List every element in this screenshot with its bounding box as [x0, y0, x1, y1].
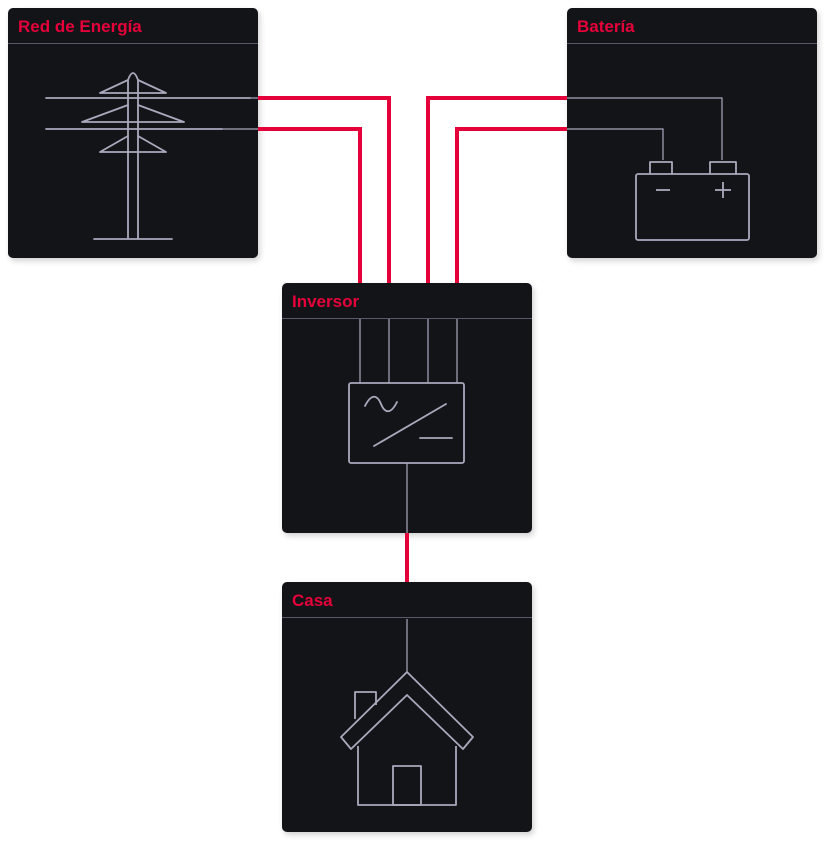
- house-icon: [340, 671, 474, 806]
- inverter-divider: [282, 318, 532, 319]
- battery-card: Batería: [567, 8, 817, 258]
- internal-wires: [222, 97, 723, 672]
- house-divider: [282, 617, 532, 618]
- grid-to-inverter-wire-a: [258, 96, 391, 283]
- battery-title: Batería: [577, 17, 635, 36]
- battery-icon: [635, 161, 750, 241]
- accent-wires: [258, 96, 567, 582]
- battery-to-inverter-wire-b: [455, 127, 567, 283]
- grid-title: Red de Energía: [18, 17, 142, 36]
- grid-card: Red de Energía: [8, 8, 258, 258]
- power-pylon-icon: [45, 72, 251, 240]
- house-title: Casa: [292, 591, 333, 610]
- grid-divider: [8, 43, 258, 44]
- grid-to-inverter-wire-b: [258, 127, 362, 283]
- battery-to-inverter-wire-a: [426, 96, 567, 283]
- battery-divider: [567, 43, 817, 44]
- inverter-title: Inversor: [292, 292, 360, 311]
- inverter-icon: [348, 382, 465, 464]
